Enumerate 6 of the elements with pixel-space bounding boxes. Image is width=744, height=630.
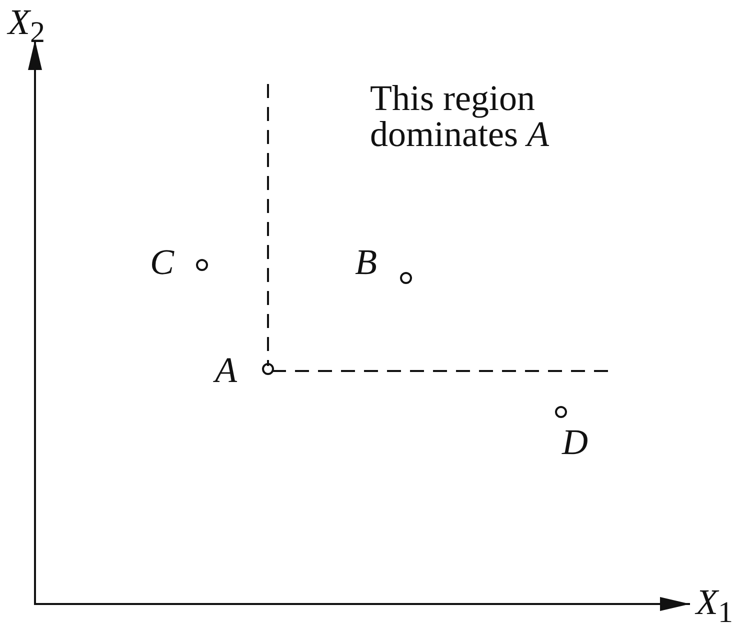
point-label: D — [562, 424, 588, 460]
point-label: A — [215, 352, 237, 388]
point-label: C — [150, 244, 174, 280]
region-note: This region dominates A — [370, 80, 550, 152]
axis-label: X$_{1}$ — [696, 584, 733, 628]
point-label: B — [355, 244, 377, 280]
